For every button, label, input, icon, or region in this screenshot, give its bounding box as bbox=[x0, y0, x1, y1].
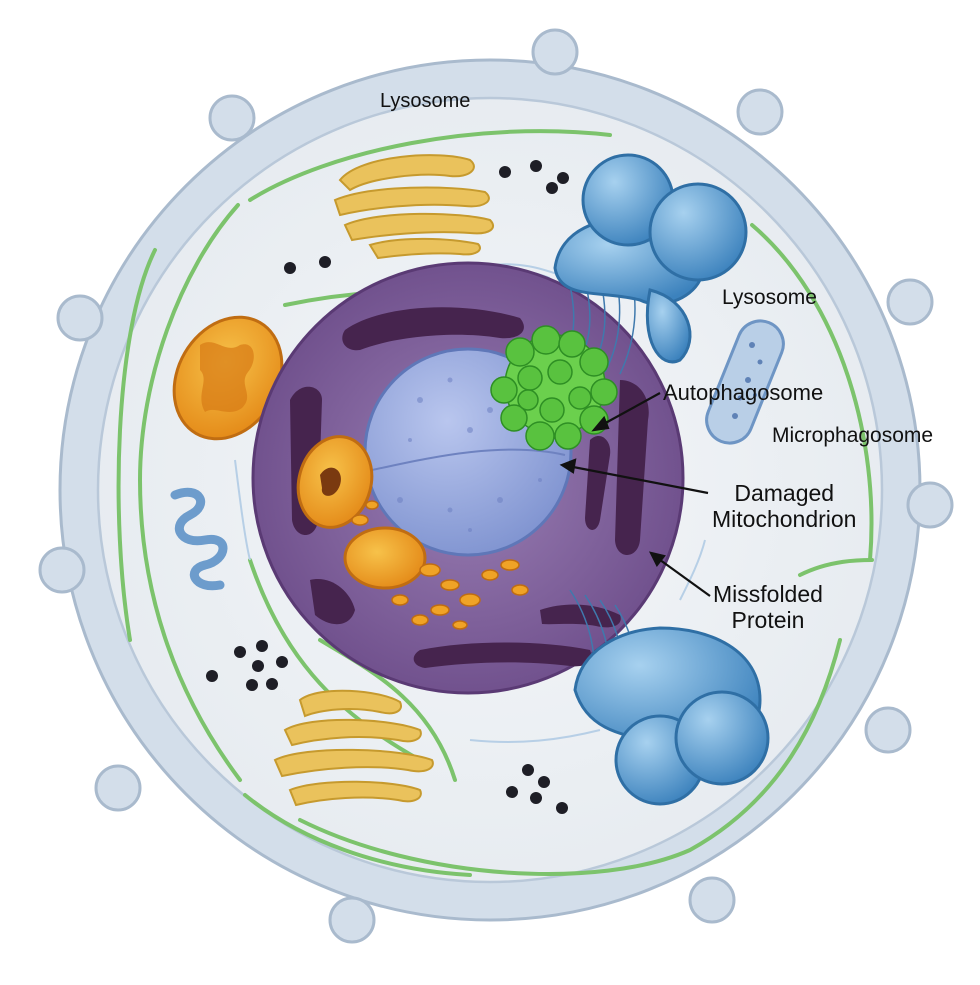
annotation-pointers bbox=[559, 392, 711, 597]
label-damaged-line2: Mitochondrion bbox=[712, 506, 857, 533]
label-lysosome-top: Lysosome bbox=[380, 90, 471, 112]
mitochondrion-left bbox=[172, 315, 284, 441]
damaged-mitochondrion bbox=[296, 435, 529, 630]
ribosome-granules bbox=[206, 160, 569, 814]
lysosome-upper bbox=[553, 153, 748, 375]
microphagosome bbox=[705, 319, 785, 445]
label-damaged-line1: Damaged bbox=[734, 480, 835, 506]
label-damaged-mitochondrion: Damaged Mitochondrion bbox=[712, 480, 856, 533]
lysosome-lower bbox=[569, 589, 770, 806]
smooth-er-left bbox=[170, 487, 228, 591]
label-missfolded-line1: Missfolded bbox=[713, 581, 823, 607]
label-autophagosome: Autophagosome bbox=[663, 380, 824, 405]
golgi-apparatus-bottom bbox=[273, 689, 434, 807]
golgi-apparatus-top bbox=[333, 154, 495, 260]
label-missfolded-protein: Missfolded Protein bbox=[713, 581, 823, 634]
endoplasmic-reticulum bbox=[116, 129, 874, 877]
label-microphagosome: Microphagosome bbox=[772, 424, 934, 447]
label-lysosome: Lysosome bbox=[722, 286, 817, 309]
label-missfolded-line2: Protein bbox=[731, 607, 805, 634]
